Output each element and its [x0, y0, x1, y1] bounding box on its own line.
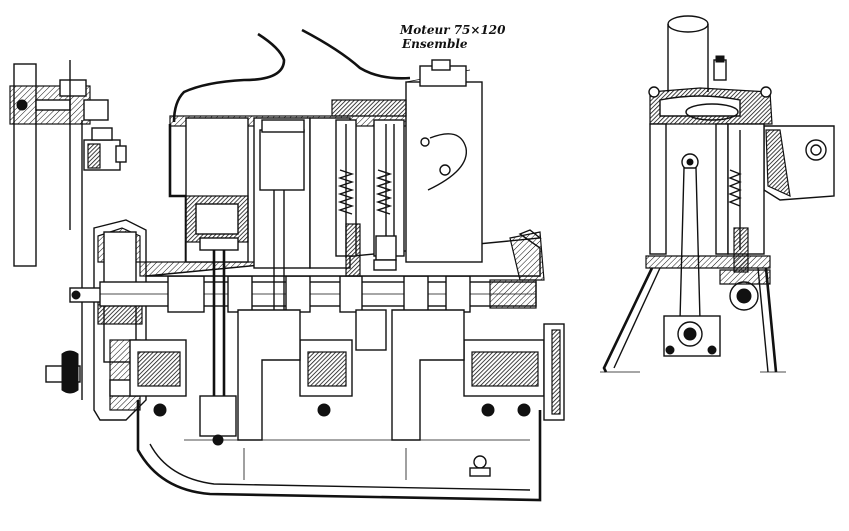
main-bearings [129, 339, 545, 417]
piston-cylinder-1 [185, 195, 249, 446]
valve-train [331, 99, 407, 277]
cam-support [719, 269, 771, 311]
flywheel-disk [543, 323, 565, 421]
fan-bracket [9, 60, 127, 400]
cross-section [600, 15, 835, 373]
caption-assembly: Ensemble [402, 37, 468, 51]
intake-pipe [667, 15, 727, 92]
oil-sump [136, 400, 542, 502]
connecting-rod [663, 153, 721, 357]
exhaust-manifold [763, 125, 835, 201]
longitudinal-section [9, 28, 565, 502]
caption-engine-size: Moteur 75×120 [400, 23, 506, 37]
camshaft [99, 275, 537, 313]
crank-throws [237, 309, 465, 441]
cylinder-head [648, 86, 773, 125]
crankcase-skirt [600, 255, 786, 373]
crankcase-upper [139, 229, 545, 281]
cylinder-walls [649, 123, 765, 273]
oil-pipes [172, 28, 411, 123]
